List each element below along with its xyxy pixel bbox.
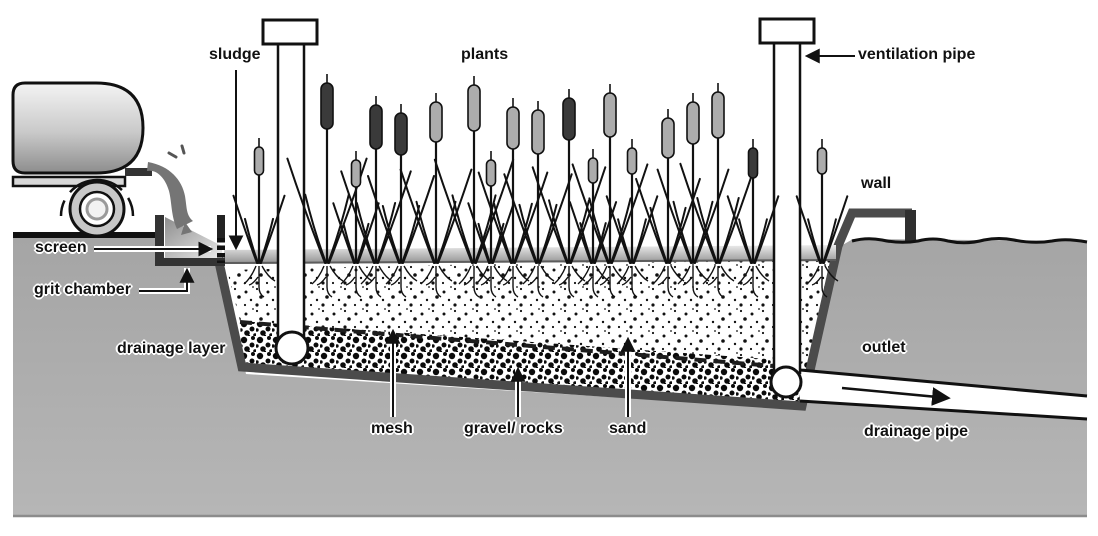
plant — [286, 74, 368, 298]
grit-chamber — [155, 215, 225, 266]
wall-end-cap — [905, 210, 916, 241]
ground — [13, 238, 1087, 516]
drainage-pipe-bottom-edge — [799, 399, 1088, 421]
ground-line-right-wavy — [851, 237, 1088, 245]
vent-cap-left — [261, 18, 319, 46]
gravel-layer — [240, 321, 809, 403]
plant — [332, 151, 380, 298]
discharge-stub — [125, 168, 152, 176]
label-sand: sand — [609, 420, 647, 437]
label-wall: wall — [861, 175, 892, 192]
plant — [399, 93, 473, 298]
grit-chamber-left-wall — [155, 215, 164, 265]
plant — [477, 98, 549, 298]
vent-stem-left — [276, 40, 306, 344]
outlet-flow-arrow — [841, 386, 951, 406]
label-drainage-pipe: drainage pipe — [864, 423, 969, 440]
plant — [340, 96, 412, 298]
tank — [11, 81, 145, 175]
perforated-pipe-left — [274, 330, 310, 366]
sand-layer — [227, 256, 834, 362]
plants-layer — [232, 74, 849, 298]
plant — [433, 76, 515, 298]
grit-chamber-bottom — [155, 258, 225, 266]
plant — [726, 139, 780, 298]
splash-marks — [167, 144, 186, 159]
drainage-pipe-outlet — [799, 368, 1088, 421]
label-outlet: outlet — [862, 339, 906, 356]
sludge-drip — [181, 222, 192, 235]
truck-bed — [11, 175, 127, 188]
plant — [232, 138, 286, 298]
sludge-pour-stream — [147, 162, 193, 229]
label-plants: plants — [461, 46, 509, 63]
label-ventilation-pipe: ventilation pipe — [858, 46, 976, 63]
tanker-truck — [11, 81, 193, 238]
label-gravel-rocks: gravel/ rocks — [464, 420, 563, 437]
grit-chamber-arrow — [139, 267, 195, 292]
basin-liner — [212, 208, 912, 411]
mesh-line — [239, 320, 787, 369]
perforated-pipe-right — [769, 365, 803, 399]
plant — [605, 139, 659, 298]
vent-stem-right — [772, 39, 802, 375]
drainage-pipe-top-edge — [799, 368, 1088, 398]
plant — [568, 149, 618, 298]
label-sludge: sludge — [209, 46, 261, 63]
vent-cap-right — [758, 17, 816, 45]
wheel-hub — [85, 197, 109, 221]
label-grit-chamber: grit chamber — [34, 281, 131, 298]
label-drainage-layer: drainage layer — [117, 340, 226, 357]
label-screen: screen — [35, 239, 87, 256]
ground-line-left — [13, 232, 157, 238]
plant — [795, 139, 849, 298]
annotation-arrows — [94, 48, 855, 417]
plant — [635, 109, 701, 298]
plant — [679, 83, 757, 298]
label-mesh: mesh — [371, 420, 413, 437]
wheel-fender-arc — [59, 178, 135, 217]
plant — [503, 101, 573, 298]
